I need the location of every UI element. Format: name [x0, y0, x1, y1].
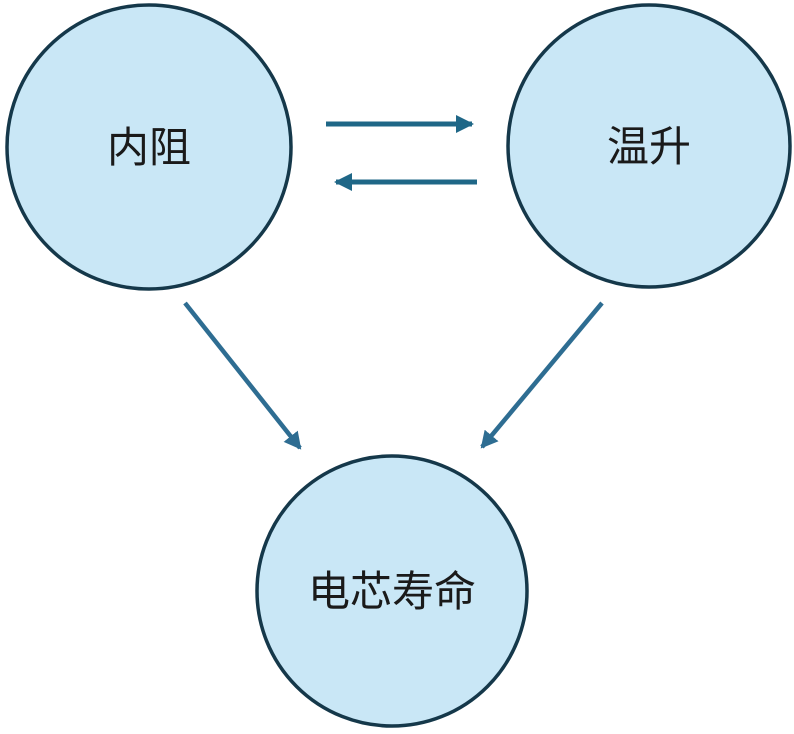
node-internal-resistance	[5, 3, 293, 291]
node-temperature-rise-label: 温升	[607, 123, 691, 170]
edge-temperature-rise-to-cell-life	[480, 301, 604, 449]
edge-internal-resistance-to-cell-life	[183, 301, 302, 450]
node-temperature-rise	[506, 3, 792, 289]
node-cell-life-label: 电芯寿命	[308, 568, 476, 615]
node-cell-life	[255, 454, 529, 728]
node-internal-resistance-label: 内阻	[107, 124, 191, 171]
